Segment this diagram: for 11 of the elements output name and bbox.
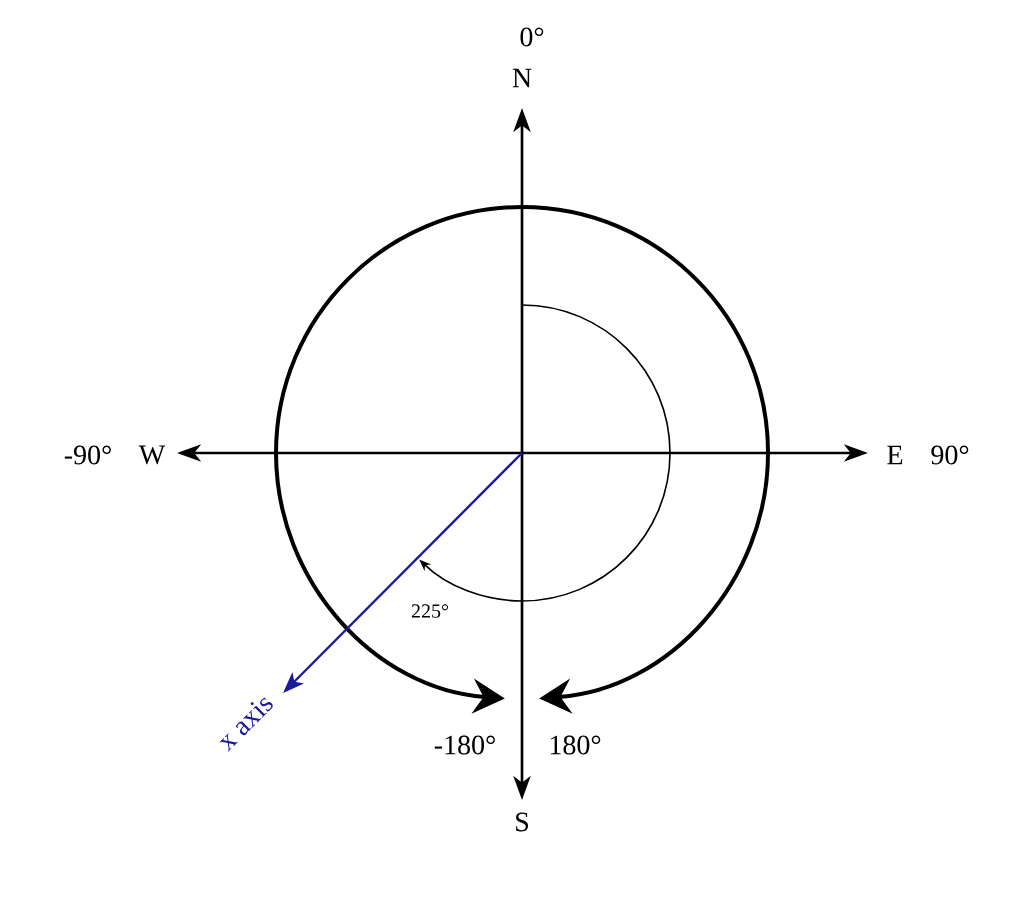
angle-label: -90° [64, 445, 111, 465]
angle-label: 0° [520, 27, 544, 47]
direction-label: E [887, 445, 903, 465]
direction-label: W [138, 445, 166, 465]
direction-label: S [516, 812, 529, 832]
angle-label: 225° [411, 604, 449, 618]
angle-label: 90° [931, 445, 969, 465]
angle-label: 180° [550, 735, 601, 755]
angle-label: -180° [434, 735, 495, 755]
direction-label: N [512, 68, 532, 88]
axis-label: x axis [219, 697, 273, 752]
